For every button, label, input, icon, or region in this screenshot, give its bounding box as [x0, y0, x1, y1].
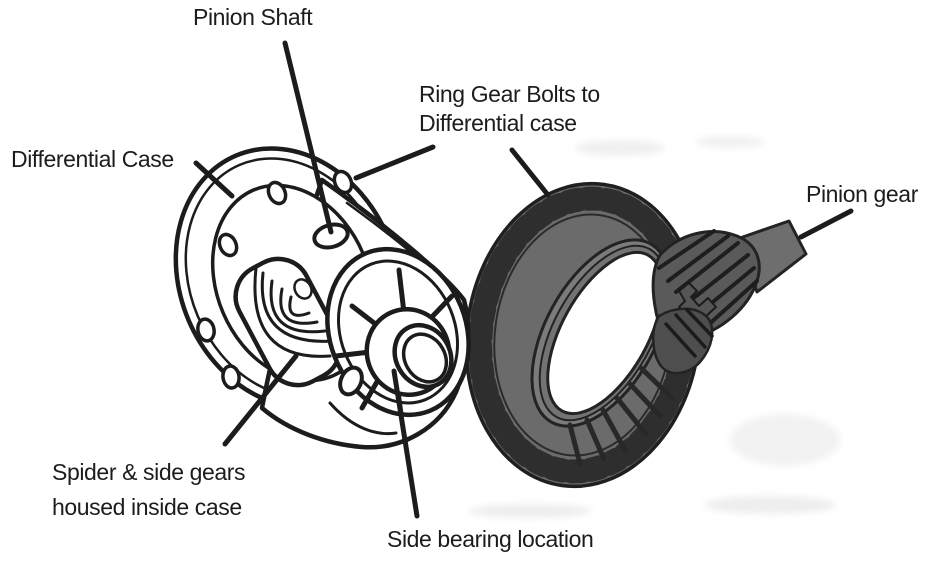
leader-pinion-gear: [798, 208, 854, 240]
ring-gear-inner-teeth: [567, 365, 675, 467]
bolt-hole: [266, 180, 288, 206]
flange-bolt-holes: [196, 169, 354, 390]
bolt-hole: [332, 169, 354, 195]
background-smudges: [468, 136, 840, 518]
spoke-hole: [338, 365, 364, 397]
leader-ring-gear-bolt: [353, 144, 436, 181]
leader-spider-gears: [222, 353, 299, 447]
pinion-gear-drawing: [651, 219, 808, 375]
ring-gear-drawing: [464, 181, 702, 489]
leader-ring-gear: [509, 147, 551, 198]
bolt-hole: [196, 317, 216, 343]
leader-side-bearing: [391, 368, 420, 519]
leader-lines: [193, 40, 854, 519]
side-bearing-label: Side bearing location: [387, 526, 594, 552]
case-bottom-lip: [328, 401, 398, 436]
pinion-shaft-label: Pinion Shaft: [193, 4, 313, 30]
ring-gear-bolts-label: Ring Gear Bolts to Differential case: [419, 81, 600, 136]
pinion-gear-label: Pinion gear: [806, 181, 918, 207]
differential-case-label: Differential Case: [11, 146, 174, 172]
ring-gear-bore: [546, 250, 664, 416]
pinion-lower-teeth-lines: [664, 308, 714, 358]
leader-differential-case: [193, 160, 235, 199]
spider-side-gears-label: Spider & side gears housed inside case: [52, 459, 246, 520]
side-gear-arcs: [253, 266, 335, 358]
bolt-hole: [221, 364, 241, 390]
hub-bore-inner: [401, 332, 449, 384]
bolt-hole: [217, 232, 239, 258]
differential-case-drawing: [173, 146, 471, 450]
leader-pinion-shaft: [282, 40, 334, 235]
